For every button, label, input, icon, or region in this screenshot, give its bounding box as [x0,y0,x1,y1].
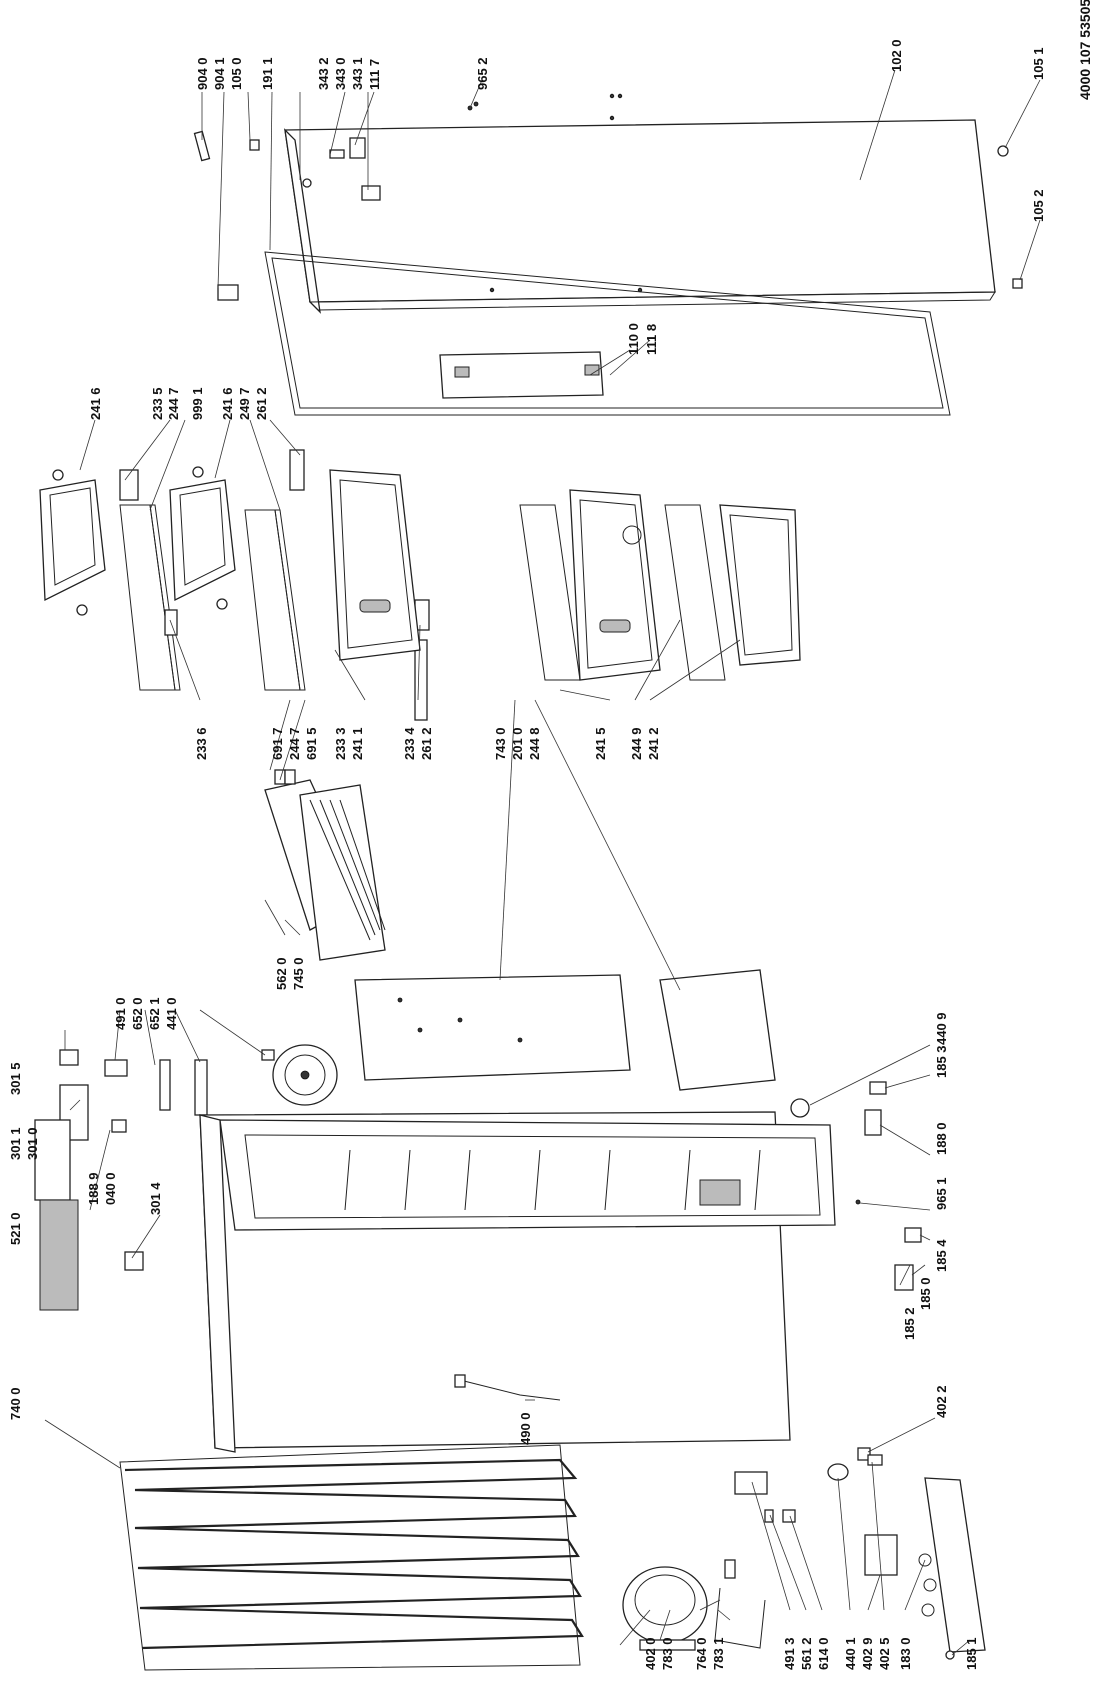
condenser-coil [119,1444,584,1671]
evaporator-assembly [264,769,386,961]
label-402-2: 402 2 [934,1385,949,1418]
label-652-0: 652 0 [130,997,145,1030]
label-244-7-b: 244 7 [287,727,302,760]
label-491-3: 491 3 [782,1637,797,1670]
label-999-1: 999 1 [190,387,205,420]
door-shelf-lower [169,466,236,610]
label-188-9: 188 9 [86,1172,101,1205]
compressor-accessories [714,1454,898,1649]
door-handle [439,351,604,399]
door-panel [284,93,996,314]
label-343-1: 343 1 [350,57,365,90]
glass-shelf-4 [664,504,726,681]
label-111-7: 111 7 [367,59,382,90]
label-244-9: 244 9 [629,727,644,760]
label-301-1: 301 1 [8,1127,23,1160]
base-small-parts [790,1081,922,1461]
label-343-2: 343 2 [316,57,331,90]
label-652-1: 652 1 [147,997,162,1030]
label-490-0: 490 0 [518,1412,533,1445]
drawer-3 [719,504,801,666]
label-110-0: 110 0 [626,323,641,355]
label-440-9: 440 9 [934,1012,949,1045]
label-343-0: 343 0 [333,57,348,90]
label-745-0: 745 0 [291,957,306,990]
label-191-1: 191 1 [260,57,275,90]
label-185-0: 185 0 [918,1277,933,1310]
glass-shelf-1 [119,504,181,691]
label-111-8: 111 8 [644,324,659,355]
label-691-5: 691 5 [304,727,319,760]
label-233-4: 233 4 [402,727,417,760]
leader-lines [44,69,1041,1656]
label-491-0: 491 0 [113,997,128,1030]
label-301-5: 301 5 [8,1062,23,1095]
label-691-7: 691 7 [270,727,285,760]
label-241-6-b: 241 6 [220,387,235,420]
drawer-1 [329,469,421,661]
door-gasket [264,251,951,416]
door-shelf-upper [39,469,106,616]
label-105-2: 105 2 [1031,189,1046,222]
label-402-0: 402 0 [643,1637,658,1670]
label-241-6-a: 241 6 [88,387,103,420]
label-185-4: 185 4 [934,1239,949,1272]
label-561-2: 561 2 [799,1637,814,1670]
label-783-1: 783 1 [711,1637,726,1670]
label-261-2-b: 261 2 [419,727,434,760]
label-233-5: 233 5 [150,387,165,420]
document-reference: 4000 107 53505 [1077,0,1093,100]
compressor [622,1566,708,1651]
label-301-0: 301 0 [25,1127,40,1160]
label-965-1: 965 1 [934,1177,949,1210]
label-201-0: 201 0 [510,727,525,760]
label-185-1: 185 1 [964,1637,979,1670]
label-241-1: 241 1 [350,727,365,760]
part-labels: 904 0 904 1 105 0 191 1 343 2 343 0 343 … [8,39,1046,1670]
label-249-7: 249 7 [237,387,252,420]
label-614-0: 614 0 [816,1637,831,1670]
label-440-1: 440 1 [843,1637,858,1670]
label-233-6: 233 6 [194,727,209,760]
cabinet-body [199,1111,836,1453]
base-plate [918,1477,986,1660]
label-185-2: 185 2 [902,1307,917,1340]
label-521-0: 521 0 [8,1212,23,1245]
label-904-1: 904 1 [212,57,227,90]
rear-panel [354,969,776,1091]
label-183-0: 183 0 [898,1637,913,1670]
label-965-2: 965 2 [475,57,490,90]
drawer-2 [569,489,661,681]
control-parts [34,1049,208,1311]
label-244-7-a: 244 7 [166,387,181,420]
label-040-0: 040 0 [103,1172,118,1205]
label-301-4: 301 4 [148,1182,163,1215]
label-743-0: 743 0 [493,727,508,760]
label-904-0: 904 0 [195,57,210,90]
label-105-1: 105 1 [1031,47,1046,80]
label-244-8: 244 8 [527,727,542,760]
label-261-2-a: 261 2 [254,387,269,420]
door-hinge-parts [193,101,1023,301]
label-441-0: 441 0 [164,997,179,1030]
label-764-0: 764 0 [694,1637,709,1670]
label-402-5: 402 5 [877,1637,892,1670]
fan-assembly [261,1044,338,1106]
label-740-0: 740 0 [8,1387,23,1420]
label-562-0: 562 0 [274,957,289,990]
glass-shelf-3 [519,504,581,681]
label-102-0: 102 0 [889,39,904,72]
label-241-5: 241 5 [593,727,608,760]
label-188-0: 188 0 [934,1122,949,1155]
shelf-brackets [119,449,430,721]
label-185-3: 185 3 [934,1045,949,1078]
label-233-3: 233 3 [333,727,348,760]
label-105-0: 105 0 [229,57,244,90]
label-241-2: 241 2 [646,727,661,760]
glass-shelf-2 [244,509,306,691]
label-783-0: 783 0 [660,1637,675,1670]
label-402-9: 402 9 [860,1637,875,1670]
